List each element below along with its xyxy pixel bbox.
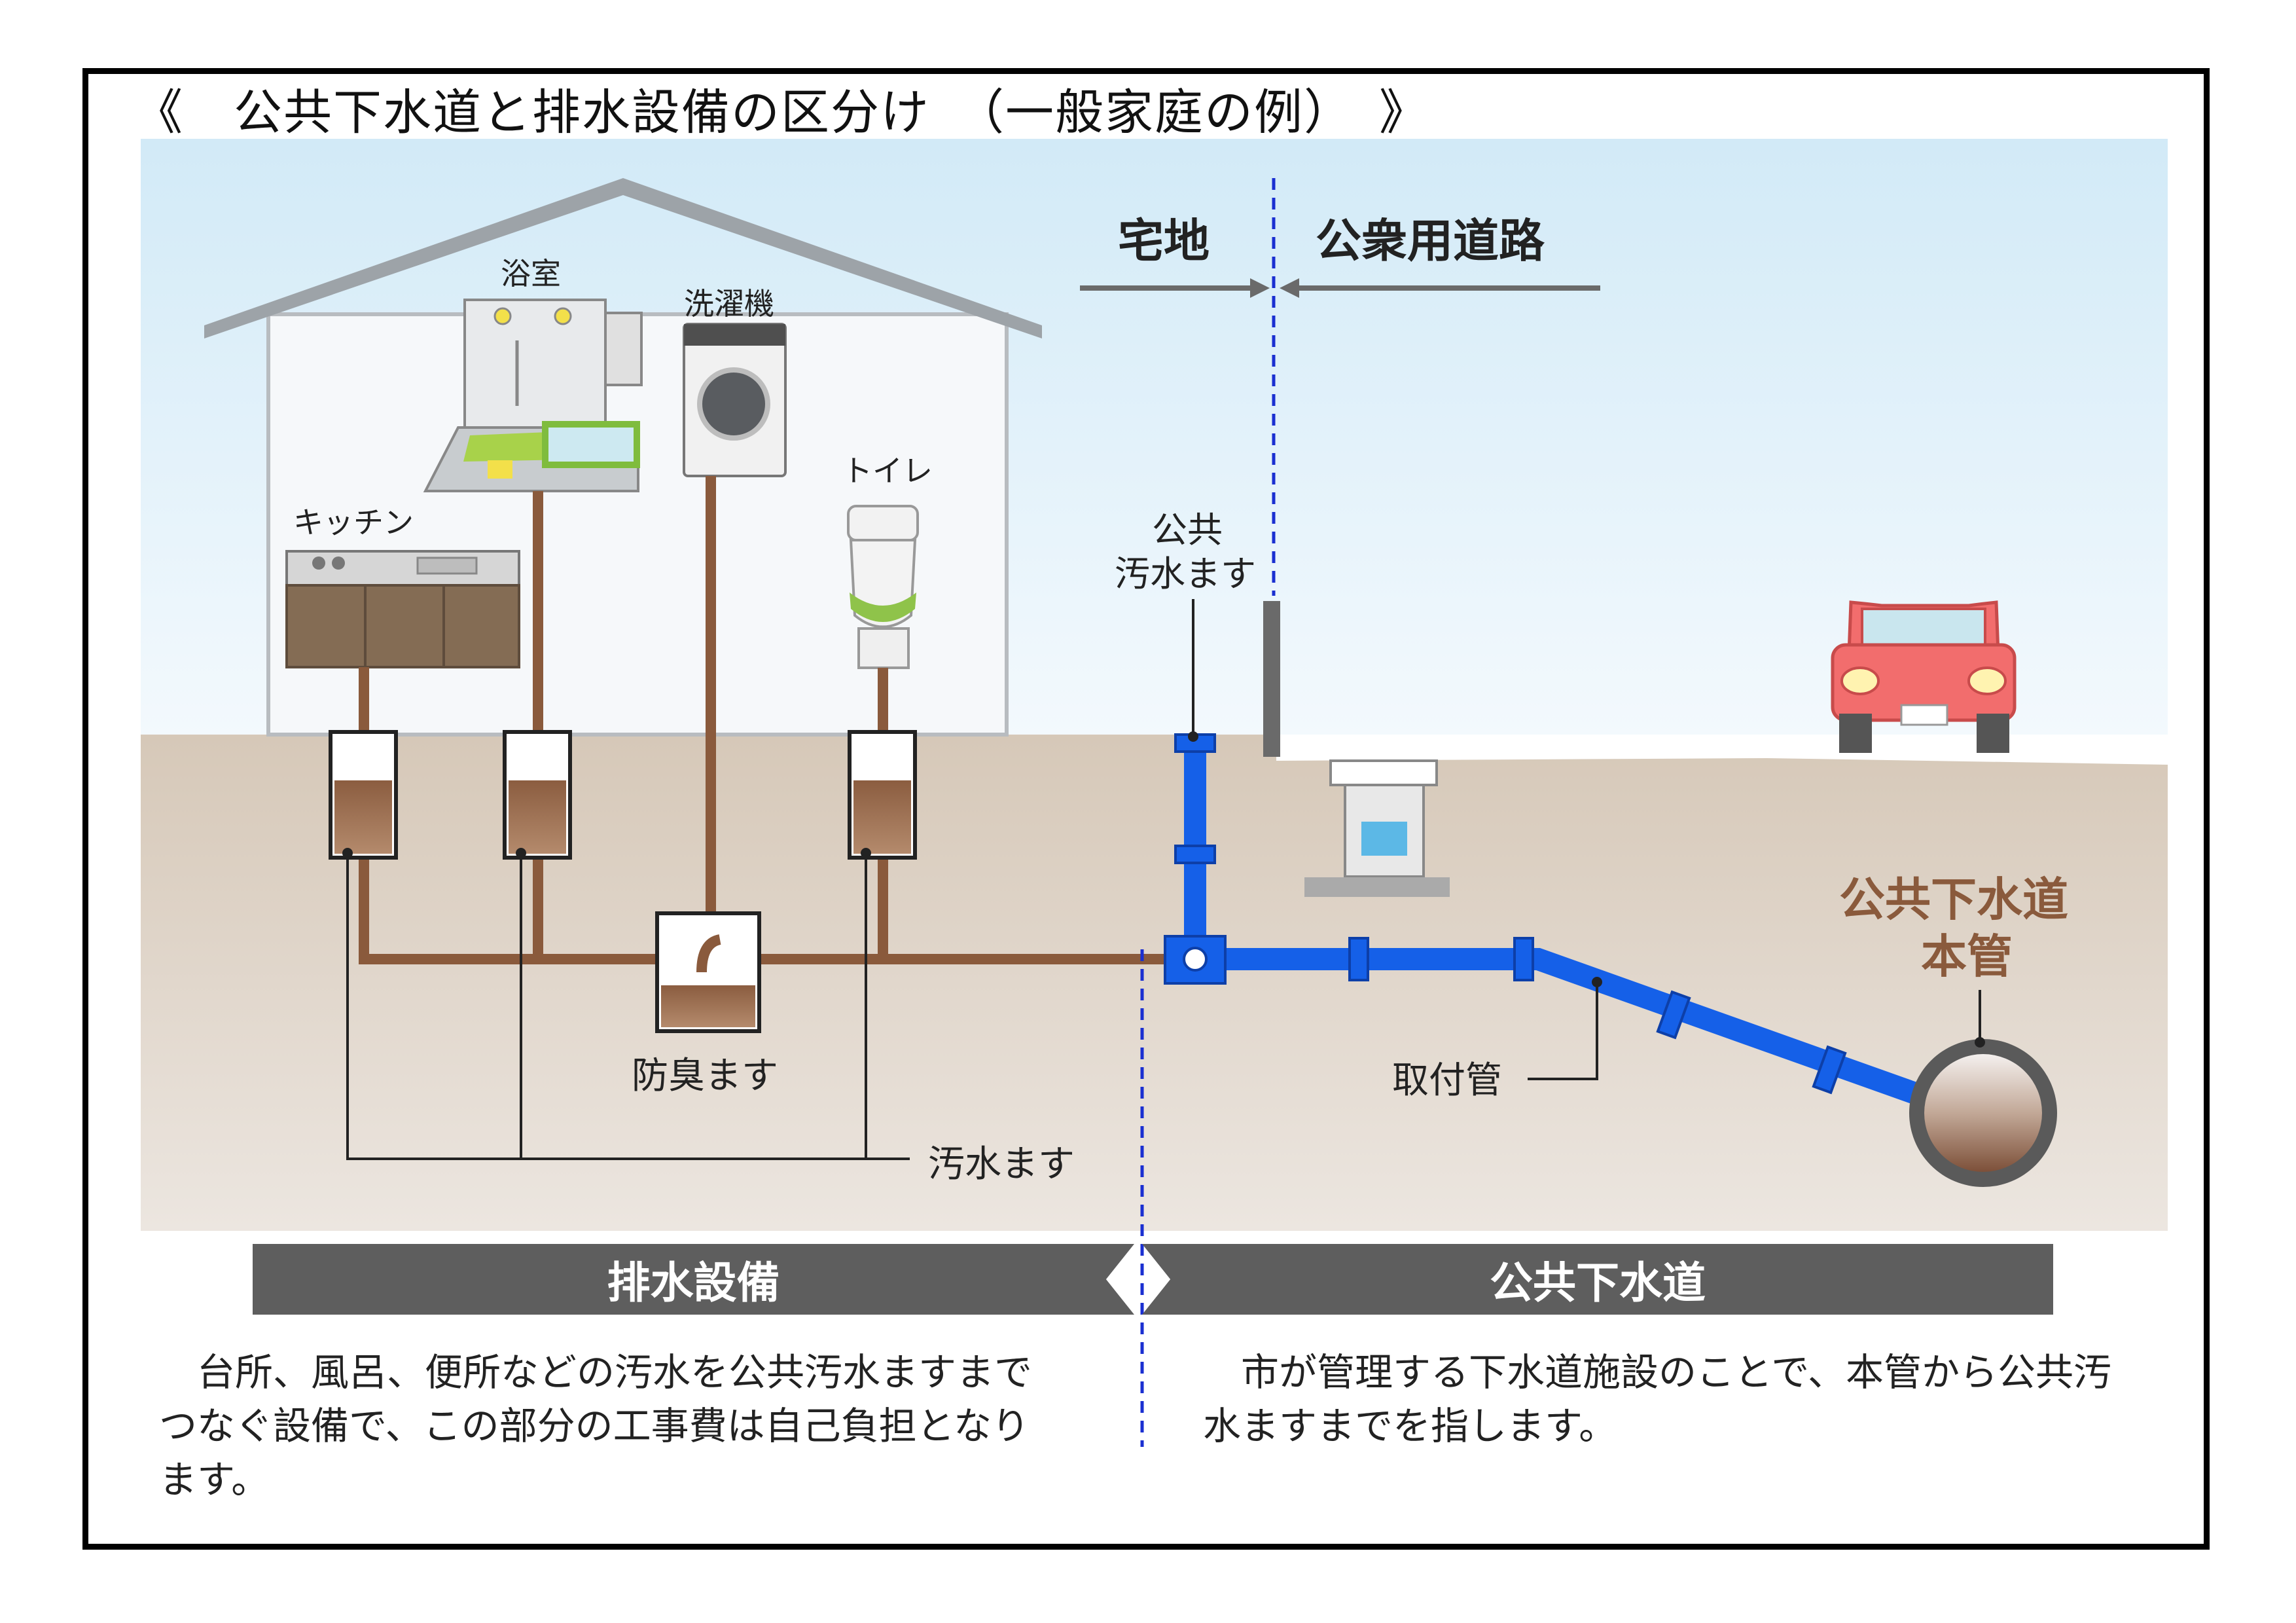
- main-pipe-label-1: 公共下水道: [1839, 873, 2068, 926]
- section-band-public-sewer: 公共下水道: [1142, 1244, 2053, 1315]
- fixture-label-toilet: トイレ: [842, 453, 933, 488]
- page-title: 《 公共下水道と排水設備の区分け （一般家庭の例） 》: [134, 84, 1429, 141]
- diagram-frame: [82, 68, 2210, 1550]
- zone-arrows: [1080, 278, 1600, 298]
- fixture-label-kitchen: キッチン: [293, 505, 414, 540]
- fixture-label-bathroom: 浴室: [501, 256, 561, 291]
- section-band-drainage-equipment: 排水設備: [253, 1244, 1134, 1315]
- description-public-sewer: 市が管理する下水道施設のことで、本管から公共汚水ますまでを指します。: [1203, 1350, 2111, 1448]
- section-title-drainage-equipment: 排水設備: [607, 1258, 780, 1308]
- road-drain-basin: [1304, 759, 1450, 897]
- private-drain-pipes: [359, 476, 1172, 964]
- car-icon: [1831, 600, 2017, 753]
- sewage-basin-label: 汚水ます: [928, 1143, 1075, 1186]
- odor-trap-basin: [655, 911, 761, 1033]
- public-basin-label-2: 汚水ます: [1115, 553, 1256, 594]
- main-pipe-label-2: 本管: [1921, 930, 2013, 983]
- bathroom-icon: [423, 299, 643, 492]
- section-title-public-sewer: 公共下水道: [1490, 1258, 1706, 1308]
- fixture-label-washer: 洗濯機: [684, 286, 774, 321]
- pipe-joints: [1164, 733, 1847, 1095]
- sewage-basin-2: [503, 730, 572, 860]
- leader-dots: [342, 731, 1985, 1048]
- connection-pipe-label: 取付管: [1392, 1059, 1502, 1102]
- sewage-basin-1: [329, 730, 398, 860]
- toilet-icon: [847, 505, 919, 669]
- sewer-main-pipe: [1909, 1039, 2057, 1187]
- boundary-wall: [1263, 601, 1280, 757]
- zone-label-public-road: 公衆用道路: [1316, 214, 1545, 268]
- zone-label-private: 宅地: [1118, 214, 1210, 268]
- description-drainage-equipment: 台所、風呂、便所などの汚水を公共汚水ますまでつなぐ設備で、この部分の工事費は自己…: [159, 1350, 1033, 1502]
- ground: [141, 735, 2168, 1231]
- kitchen-icon: [285, 550, 520, 668]
- public-basin-inlet: [1183, 947, 1208, 972]
- leader-lines: [346, 599, 1981, 1160]
- sewage-basin-3: [848, 730, 917, 860]
- washing-machine-icon: [683, 323, 787, 477]
- public-basin-label-1: 公共: [1152, 509, 1223, 551]
- odor-trap-label: 防臭ます: [632, 1055, 778, 1097]
